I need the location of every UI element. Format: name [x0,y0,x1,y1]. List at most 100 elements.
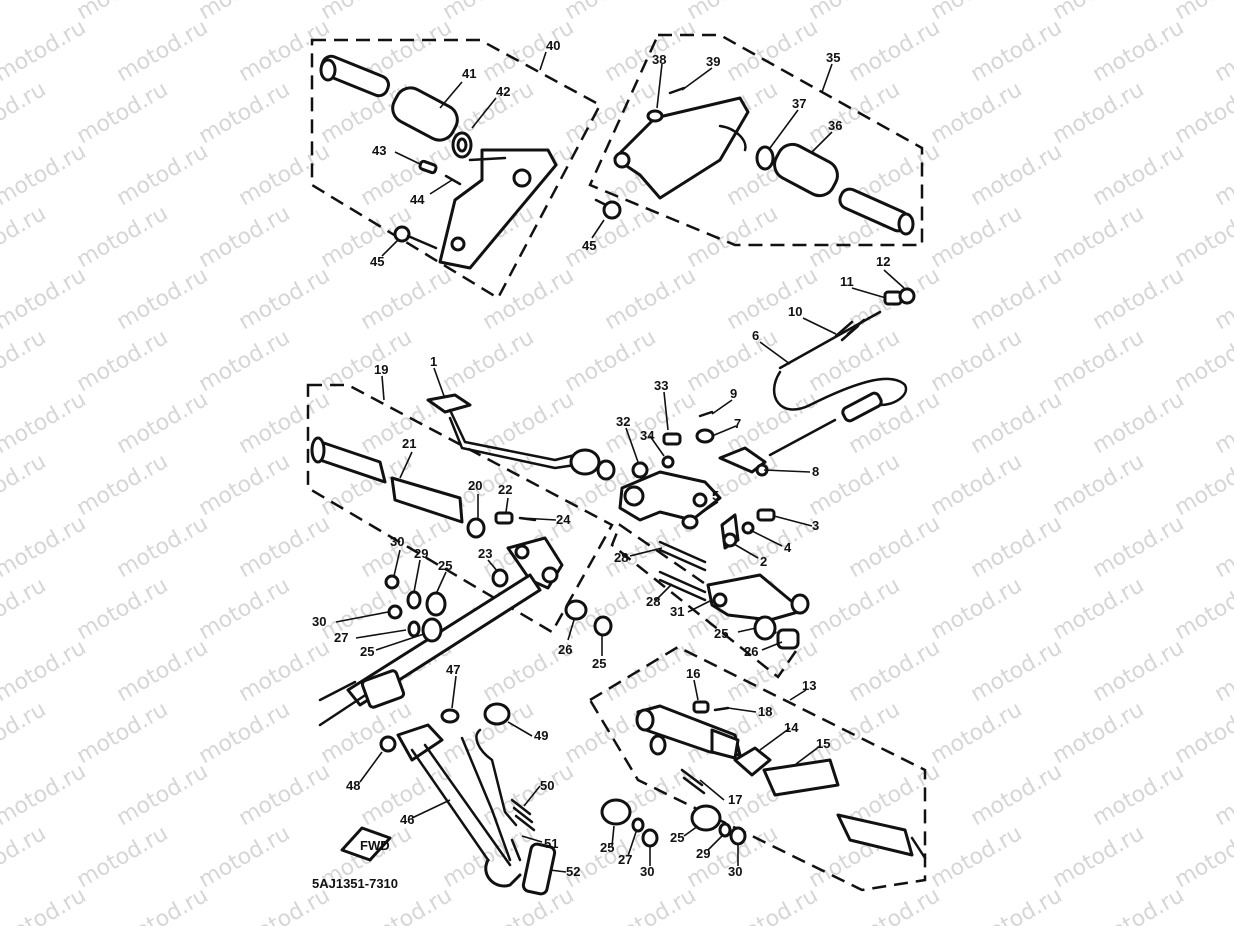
watermark-text: motod.ru [0,0,50,25]
watermark-text: motod.ru [73,0,173,25]
watermark-text: motod.ru [0,635,90,707]
watermark-text: motod.ru [113,387,213,459]
callout-12: 12 [876,254,890,269]
callout-25: 25 [592,656,606,671]
watermark-text: motod.ru [479,263,579,335]
right-footrest-assembly [600,700,927,860]
watermark-text: motod.ru [1049,201,1149,273]
watermark-text: motod.ru [479,15,579,87]
callout-3: 3 [812,518,819,533]
watermark-text: motod.ru [1211,15,1234,87]
callout-26: 26 [558,642,572,657]
watermark-text: motod.ru [845,15,945,87]
watermark-text: motod.ru [967,387,1067,459]
watermark-text: motod.ru [723,883,823,926]
watermark-text: motod.ru [927,821,1027,893]
watermark-text: motod.ru [73,449,173,521]
diagram-code: 5AJ1351-7310 [312,876,398,891]
callout-27: 27 [618,852,632,867]
callout-50: 50 [540,778,554,793]
watermark-text: motod.ru [805,77,905,149]
callout-17: 17 [728,792,742,807]
watermark-text: motod.ru [1049,573,1149,645]
watermark-text: motod.ru [805,0,905,25]
watermark-text: motod.ru [1089,635,1189,707]
callout-44: 44 [410,192,425,207]
watermark-text: motod.ru [195,77,295,149]
callout-9: 9 [730,386,737,401]
watermark-text: motod.ru [1089,759,1189,831]
watermark-text: motod.ru [1049,821,1149,893]
watermark-text: motod.ru [1211,263,1234,335]
callout-25: 25 [438,558,452,573]
watermark-text: motod.ru [561,697,661,769]
watermark-text: motod.ru [967,635,1067,707]
watermark-text: motod.ru [195,573,295,645]
callout-31: 31 [670,604,684,619]
watermark-text: motod.ru [195,0,295,25]
callout-11: 11 [840,274,854,289]
watermark-text: motod.ru [0,15,90,87]
callout-28: 28 [646,594,660,609]
watermark-text: motod.ru [195,325,295,397]
callout-5: 5 [712,488,719,503]
watermark-text: motod.ru [0,821,50,893]
callout-6: 6 [752,328,759,343]
watermark-text: motod.ru [1049,449,1149,521]
callout-16: 16 [686,666,700,681]
forward-direction-badge: FWD [340,826,392,862]
watermark-text: motod.ru [113,883,213,926]
callout-4: 4 [784,540,792,555]
watermark-text: motod.ru [601,263,701,335]
callout-19: 19 [374,362,388,377]
watermark-text: motod.ru [113,139,213,211]
watermark-text: motod.ru [683,0,783,25]
watermark-text: motod.ru [113,511,213,583]
callout-40: 40 [546,38,560,53]
watermark-text: motod.ru [0,139,90,211]
watermark-text: motod.ru [1089,263,1189,335]
watermark-text: motod.ru [73,77,173,149]
watermark-text: motod.ru [0,697,50,769]
watermark-text: motod.ru [601,883,701,926]
callout-26: 26 [744,644,758,659]
watermark-text: motod.ru [927,201,1027,273]
watermark-text: motod.ru [1089,15,1189,87]
watermark-text: motod.ru [235,635,335,707]
svg-text:FWD: FWD [360,838,390,853]
watermark-text: motod.ru [967,511,1067,583]
callout-36: 36 [828,118,842,133]
watermark-text: motod.ru [805,697,905,769]
callout-10: 10 [788,304,802,319]
callout-labels: 40 41 42 43 44 45 38 39 35 37 36 45 12 1… [312,38,890,879]
watermark-text: motod.ru [1211,759,1234,831]
watermark-text: motod.ru [967,759,1067,831]
callout-25: 25 [600,840,614,855]
callout-35: 35 [826,50,840,65]
watermark-text: motod.ru [1171,0,1234,25]
watermark-text: motod.ru [235,759,335,831]
watermark-text: motod.ru [0,387,90,459]
callout-2: 2 [760,554,767,569]
watermark-text: motod.ru [683,201,783,273]
watermark-text: motod.ru [1089,139,1189,211]
watermark-text: motod.ru [1049,0,1149,25]
sidestand-assembly [379,702,557,896]
watermark-text: motod.ru [1089,883,1189,926]
watermark-text: motod.ru [317,0,417,25]
watermark-text: motod.ru [927,77,1027,149]
watermark-text: motod.ru [805,449,905,521]
watermark-text: motod.ru [439,325,539,397]
watermark-text: motod.ru [73,325,173,397]
watermark-text: motod.ru [0,325,50,397]
watermark-text: motod.ru [113,635,213,707]
leader-lines [335,51,905,873]
watermark-text: motod.ru [317,325,417,397]
watermark-text: motod.ru [967,15,1067,87]
watermark-text: motod.ru [0,883,90,926]
watermark-text: motod.ru [235,263,335,335]
brake-rod-cable [768,287,916,457]
watermark-text: motod.ru [845,635,945,707]
callout-45: 45 [582,238,596,253]
